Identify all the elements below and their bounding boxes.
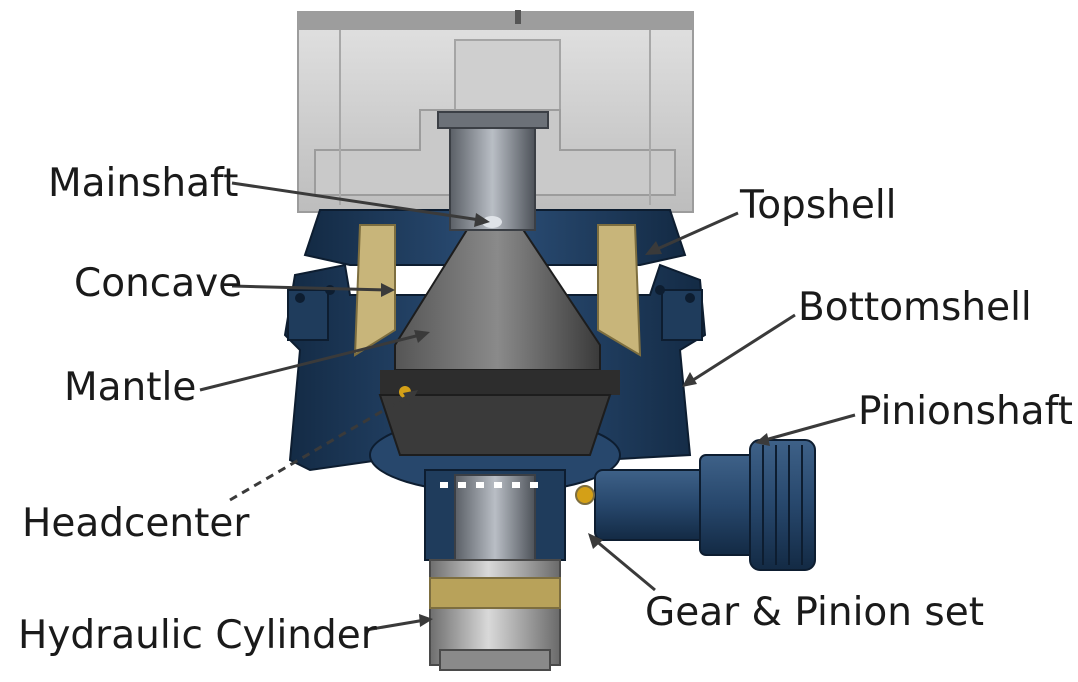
label-concave: Concave [74,261,242,306]
lower-shaft-part [424,469,566,561]
callout-labels: Mainshaft Topshell Concave Bottomshell M… [18,161,1073,658]
topshell-leader [654,211,739,252]
label-hydraulic-cylinder: Hydraulic Cylinder [18,613,378,658]
crusher-illustration [283,10,816,671]
leader-lines [199,181,856,632]
gear-pinion-set-leader [594,538,656,592]
mainshaft-part [437,111,549,231]
hydraulic-cylinder-leader [365,618,426,632]
pinionshaft-leader [764,413,856,442]
label-pinionshaft: Pinionshaft [858,389,1073,434]
bottomshell-leader [689,313,796,384]
label-mantle: Mantle [64,365,196,410]
hydraulic-cylinder-part [429,559,561,671]
concave-leader [231,284,386,292]
label-topshell: Topshell [739,183,897,228]
label-headcenter: Headcenter [22,501,250,546]
pinionshaft-part [575,439,816,571]
label-gear-pinion-set: Gear & Pinion set [645,590,984,635]
mainshaft-leader [231,181,481,222]
mantle-leader [199,333,421,392]
label-bottomshell: Bottomshell [798,285,1032,330]
label-mainshaft: Mainshaft [48,161,238,206]
headcenter-leader [229,393,411,502]
